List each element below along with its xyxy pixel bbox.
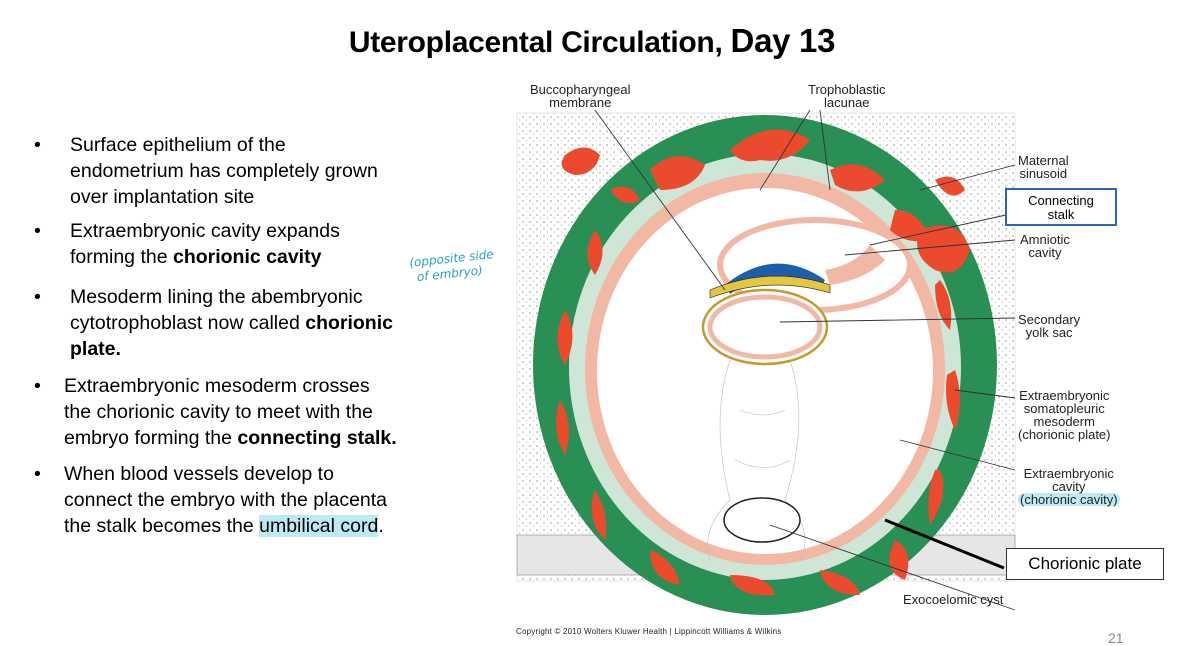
label-amniotic-cavity: Amniotic cavity [1020, 233, 1070, 259]
bullet-line: Mesoderm lining the abembryonic [34, 284, 474, 310]
bullet-bold-text: plate. [70, 338, 121, 360]
bullet-bold-text: chorionic cavity [172, 246, 322, 268]
label-connecting-stalk: Connecting stalk [1005, 188, 1117, 226]
bullet-item: • When blood vessels develop to connect th… [34, 461, 474, 539]
bullet-line: the chorionic cavity to meet with the [34, 399, 474, 425]
bullet-text: Surface epithelium of the [70, 134, 286, 156]
label-maternal-sinusoid: Maternal sinusoid [1018, 154, 1069, 180]
label-line: Extraembryonic [1023, 466, 1114, 481]
bullet-item: • Extraembryonic mesoderm crosses the chor… [34, 373, 474, 451]
label-line: Connecting [1028, 193, 1094, 208]
bullet-dot: • [34, 220, 41, 242]
title-main: Uteroplacental Circulation, [348, 26, 731, 59]
bullet-dot: • [34, 375, 41, 397]
label-line: Extraembryonic [1019, 388, 1110, 403]
bullet-line: over implantation site [34, 184, 474, 210]
bullet-line: When blood vessels develop to [34, 461, 474, 487]
label-line: Buccopharyngeal [530, 82, 631, 97]
bullet-highlight-text: umbilical cord [259, 515, 379, 537]
label-line: cavity [1052, 479, 1086, 494]
label-line: Amniotic [1020, 232, 1070, 247]
bullet-text: Extraembryonic mesoderm crosses [64, 375, 370, 397]
bullet-dot: • [34, 463, 41, 485]
bullet-line: connect the embryo with the placenta [34, 487, 474, 513]
bullet-dot: • [34, 134, 41, 156]
label-line: membrane [549, 95, 612, 110]
label-secondary-yolk-sac: Secondary yolk sac [1018, 313, 1080, 339]
bullet-bold-text: chorionic [305, 312, 393, 334]
label-trophoblastic-lacunae: Trophoblastic lacunae [808, 83, 886, 109]
maternal-sinusoids [561, 147, 970, 273]
bullet-line: Extraembryonic mesoderm crosses [34, 373, 474, 399]
bullet-line: cytotrophoblast now called chorionic [34, 310, 474, 336]
label-line: Trophoblastic [808, 82, 886, 97]
slide-title: Uteroplacental Circulation, Day 13 [0, 22, 1180, 60]
bullet-text: connect the embryo with the placenta [64, 489, 388, 511]
bullet-text: forming the [70, 246, 173, 268]
bullet-text: the stalk becomes the [64, 515, 260, 537]
bullet-bold-text: connecting stalk. [237, 427, 397, 449]
bullet-line: Surface epithelium of the [34, 132, 474, 158]
label-buccopharyngeal-membrane: Buccopharyngeal membrane [530, 83, 630, 109]
bullet-line: plate. [34, 336, 474, 362]
connecting-stalk-shape [825, 245, 885, 285]
chorionic-plate-callout: Chorionic plate [1006, 548, 1164, 580]
label-line: Maternal [1018, 153, 1069, 168]
label-extraembryonic-cavity: Extraembryonic cavity (chorionic cavity) [1018, 467, 1120, 506]
page-number: 21 [1108, 630, 1124, 646]
label-line: mesoderm [1033, 414, 1095, 429]
hypoblast [709, 275, 831, 299]
label-line: somatopleuric [1023, 401, 1105, 416]
label-line: sinusoid [1019, 166, 1068, 181]
bullet-dot: • [34, 286, 41, 308]
copyright-text: Copyright © 2010 Wolters Kluwer Health |… [516, 627, 782, 636]
implantation-diagram [516, 109, 1016, 615]
bullet-item: • Surface epithelium of the endometrium ha… [34, 132, 474, 210]
label-line: (chorionic plate) [1018, 427, 1111, 442]
chorionic-plate-pointer [884, 518, 1005, 570]
bullet-text: endometrium has completely grown [70, 160, 378, 182]
bullet-line: endometrium has completely grown [34, 158, 474, 184]
bullet-text: Mesoderm lining the abembryonic [70, 286, 363, 308]
label-line: Secondary [1018, 312, 1081, 327]
bullet-text: cytotrophoblast now called [70, 312, 306, 334]
trophoblastic-lacunae [556, 129, 960, 596]
bullet-line: forming the chorionic cavity [34, 244, 474, 270]
bullet-text: over implantation site [70, 186, 255, 208]
label-line: lacunae [824, 95, 870, 110]
bullet-text: When blood vessels develop to [64, 463, 334, 485]
label-exocoelomic-cyst: Exocoelomic cyst [903, 592, 1004, 607]
bullet-line: the stalk becomes the umbilical cord. [34, 513, 474, 539]
bullet-text: Extraembryonic cavity expands [70, 220, 340, 242]
title-day: Day 13 [730, 22, 836, 59]
label-leaders [594, 109, 1016, 611]
exocoelomic-cyst [723, 497, 801, 543]
bullet-line: embryo forming the connecting stalk. [34, 425, 474, 451]
bullet-text: embryo forming the [64, 427, 238, 449]
bullet-text: the chorionic cavity to meet with the [64, 401, 373, 423]
label-line: yolk sac [1025, 325, 1073, 340]
bullet-line: Extraembryonic cavity expands [34, 218, 474, 244]
label-extraembryonic-mesoderm: Extraembryonic somatopleuric mesoderm (c… [1018, 389, 1111, 441]
label-line-highlighted: (chorionic cavity) [1018, 492, 1120, 507]
extraembryonic-reticulum [707, 359, 806, 561]
label-line: stalk [1047, 207, 1075, 222]
bullet-text: . [378, 515, 384, 537]
epiblast [725, 263, 825, 294]
label-line: cavity [1028, 245, 1062, 260]
